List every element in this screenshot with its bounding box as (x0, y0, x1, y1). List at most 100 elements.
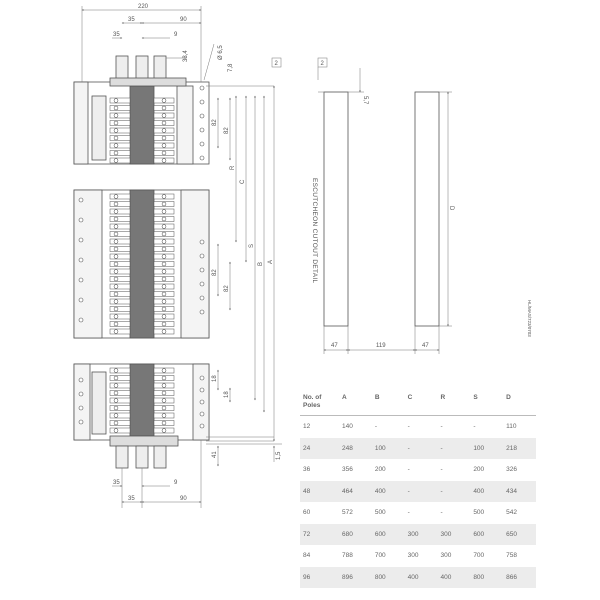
terminal-screw (161, 246, 167, 252)
breaker-way (109, 231, 131, 237)
table-cell: - (404, 437, 438, 459)
dim-cut-47-right: 47 (422, 343, 429, 349)
dim-hole: Ø 6,5 (218, 45, 224, 60)
breaker-way (109, 382, 131, 389)
table-cell: 200 (473, 466, 485, 474)
table-cell: 600 (371, 523, 405, 545)
dim-1-5: 1,5 (276, 451, 282, 460)
table-cell: 300 (440, 552, 452, 560)
ref-box (271, 57, 282, 68)
terminal-screw (161, 420, 167, 426)
breaker-way (109, 246, 131, 252)
mounting-hole (78, 405, 84, 411)
terminal-screw (113, 113, 119, 118)
dim-center: 35 (128, 17, 135, 23)
terminal-screw (113, 231, 119, 237)
terminal-screw (113, 269, 119, 274)
mounting-hole (78, 317, 84, 323)
breaker-way (109, 291, 131, 297)
terminal-screw (113, 209, 119, 214)
terminal-screw (161, 254, 167, 259)
breaker-way (109, 321, 131, 327)
dim-overall-width: 220 (138, 4, 149, 10)
mounting-hole (199, 155, 205, 161)
top-left-rail (73, 81, 89, 165)
dim-5-7: 5,7 (362, 96, 368, 105)
table-header-cell: R (437, 392, 471, 416)
table-cell: 84 (303, 552, 311, 560)
dim-bot-35: 35 (113, 480, 120, 486)
table-cell: 464 (339, 480, 372, 502)
terminal-screw (113, 135, 119, 141)
table-cell: 542 (506, 509, 517, 517)
mounting-hole (78, 419, 84, 425)
terminal-screw (161, 216, 167, 222)
breaker-way (109, 150, 131, 156)
table-cell: 788 (342, 552, 353, 560)
terminal-screw (113, 329, 119, 334)
breaker-way (109, 223, 131, 230)
incomer-base (109, 77, 187, 87)
terminal-screw (113, 201, 119, 207)
table-cell: - (437, 437, 471, 459)
middle-left-rail (73, 189, 103, 339)
table-cell: 800 (470, 566, 504, 588)
dim-cut-119: 119 (376, 343, 386, 349)
dim-D: D (448, 206, 454, 211)
table-cell: 300 (407, 552, 419, 560)
busbar-middle (129, 189, 155, 339)
outgoing-base (109, 435, 179, 447)
breaker-way (109, 208, 131, 215)
breaker-way (109, 276, 131, 282)
breaker-way (109, 298, 131, 305)
dim-7-8: 7,8 (228, 63, 234, 72)
dim-18b: 18 (224, 391, 230, 398)
bottom-neutral-bar (91, 371, 107, 435)
outgoing-terminal-1 (115, 445, 129, 469)
table-cell: 218 (503, 437, 536, 459)
terminal-screw (161, 291, 167, 297)
breaker-way (109, 238, 131, 245)
terminal-screw (113, 98, 119, 103)
table-cell: - (440, 466, 443, 474)
outgoing-terminal-3 (153, 445, 167, 469)
table-cell: 60 (303, 509, 311, 517)
breaker-way (109, 193, 131, 200)
dim-41: 41 (212, 451, 218, 458)
incomer-terminal-2 (135, 55, 149, 81)
terminal-screw (113, 306, 119, 312)
mounting-hole (199, 113, 205, 119)
terminal-screw (161, 269, 167, 274)
terminal-screw (161, 209, 167, 214)
mounting-hole (199, 387, 205, 393)
outgoing-terminal-2 (135, 445, 149, 469)
table-cell: 680 (339, 523, 372, 545)
table-cell: 300 (404, 523, 438, 545)
terminal-screw (161, 143, 167, 148)
terminal-screw (161, 314, 167, 319)
terminal-screw (113, 321, 119, 327)
mounting-hole (199, 423, 205, 429)
top-right-rail (176, 85, 194, 165)
table-cell: 36 (303, 466, 311, 474)
table-cell: 650 (503, 523, 536, 545)
table-cell: 140 (342, 423, 353, 431)
table-cell: 400 (437, 566, 471, 588)
terminal-screw (161, 105, 167, 111)
dim-pitch-d: 82 (224, 285, 230, 292)
breaker-way (109, 201, 131, 207)
table-cell: - (407, 466, 410, 474)
terminal-screw (161, 383, 167, 388)
mounting-hole (199, 281, 205, 287)
terminal-screw (161, 413, 167, 418)
terminal-screw (113, 224, 119, 229)
terminal-screw (113, 390, 119, 396)
busbar-bottom (129, 363, 155, 437)
breaker-ways (109, 97, 175, 434)
